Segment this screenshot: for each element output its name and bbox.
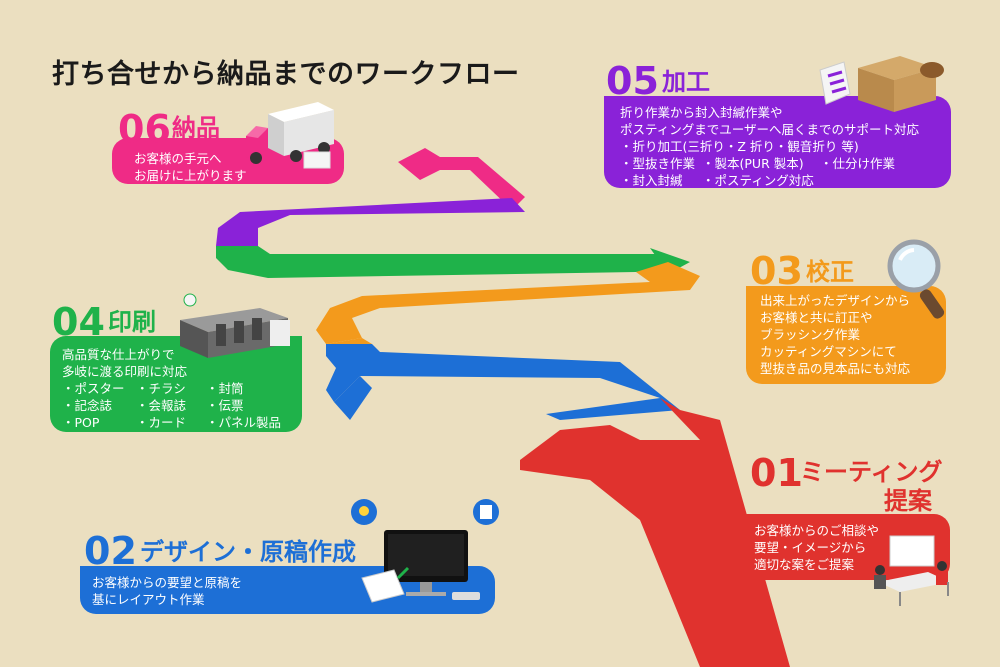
delivery-truck-icon	[246, 102, 334, 169]
page-title: 打ち合せから納品までのワークフロー	[52, 59, 520, 90]
step-05-line: 折り作業から封入封緘作業や	[620, 105, 783, 120]
step-05-item: ・型抜き作業	[620, 156, 696, 171]
step-02-label: デザイン・原稿作成	[140, 538, 356, 566]
step-06-line: お届けに上がります	[134, 168, 247, 183]
step-05-item: ・封入封緘	[620, 173, 683, 188]
step-04-item: ・ポスター	[62, 381, 125, 396]
step-05-line: ポスティングまでユーザーへ届くまでのサポート対応	[620, 122, 920, 137]
road-segment-04	[216, 246, 668, 278]
step-05-label: 加工	[662, 68, 710, 96]
step-02-line: お客様からの要望と原稿を	[92, 575, 243, 590]
step-04-item: ・チラシ	[136, 381, 186, 396]
step-05-item: ・ポスティング対応	[702, 173, 814, 188]
road-segment-02	[326, 344, 680, 420]
computer-monitor-icon	[351, 499, 499, 603]
step-01-label: ミーティング	[800, 458, 943, 486]
meeting-people-icon	[874, 535, 950, 606]
step-06-line: お客様の手元へ	[134, 151, 222, 166]
step-03-line: 型抜き品の見本品にも対応	[760, 361, 911, 376]
step-03-line: ブラッシング作業	[760, 327, 861, 342]
step-04-card: 高品質な仕上がりで 多岐に渡る印刷に対応 ・ポスター ・チラシ ・封筒 ・記念誌…	[50, 336, 302, 432]
printing-press-icon	[180, 293, 290, 358]
step-05-item: ・折り加工(三折り・Z 折り・観音折り 等)	[620, 139, 859, 154]
road-segment-03	[316, 262, 700, 344]
step-01-label-2: 提案	[884, 487, 932, 515]
step-02-number: 02	[84, 529, 137, 573]
step-04-line: 多岐に渡る印刷に対応	[62, 364, 188, 379]
step-04-number: 04	[52, 300, 105, 344]
road-segment-01	[520, 398, 790, 667]
step-01-line: お客様からのご相談や	[754, 523, 880, 538]
step-03-line: カッティングマシンにて	[760, 344, 897, 359]
step-03-label: 校正	[806, 258, 854, 286]
step-02-line: 基にレイアウト作業	[92, 592, 205, 607]
step-04-item: ・封筒	[206, 381, 244, 396]
step-01-number: 01	[750, 451, 803, 495]
step-04-line: 高品質な仕上がりで	[62, 347, 175, 362]
step-05-number: 05	[606, 59, 659, 103]
step-05-item: ・仕分け作業	[820, 156, 896, 171]
step-01-line: 要望・イメージから	[754, 540, 867, 555]
step-03-line: お客様と共に訂正や	[760, 310, 873, 325]
step-04-item: ・記念誌	[62, 398, 113, 413]
step-04-item: ・会報誌	[136, 398, 187, 413]
magnifier-icon	[887, 239, 945, 319]
step-03-line: 出来上がったデザインから	[760, 293, 911, 308]
step-04-item: ・伝票	[206, 398, 244, 413]
step-04-item: ・POP	[62, 415, 100, 430]
step-06-number: 06	[118, 107, 171, 151]
step-04-label: 印刷	[108, 308, 156, 336]
road-segment-06	[398, 148, 525, 210]
step-05-item: ・製本(PUR 製本)	[702, 156, 804, 171]
road-segment-05	[216, 198, 525, 246]
step-04-item: ・カード	[136, 415, 187, 430]
step-03-card: 出来上がったデザインから お客様と共に訂正や ブラッシング作業 カッティングマシ…	[746, 286, 946, 384]
cardboard-box-icon	[819, 56, 944, 112]
step-06-label: 納品	[172, 114, 220, 142]
step-03-number: 03	[750, 249, 803, 293]
step-01-line: 適切な案をご提案	[754, 557, 855, 572]
step-04-item: ・パネル製品	[206, 415, 282, 430]
